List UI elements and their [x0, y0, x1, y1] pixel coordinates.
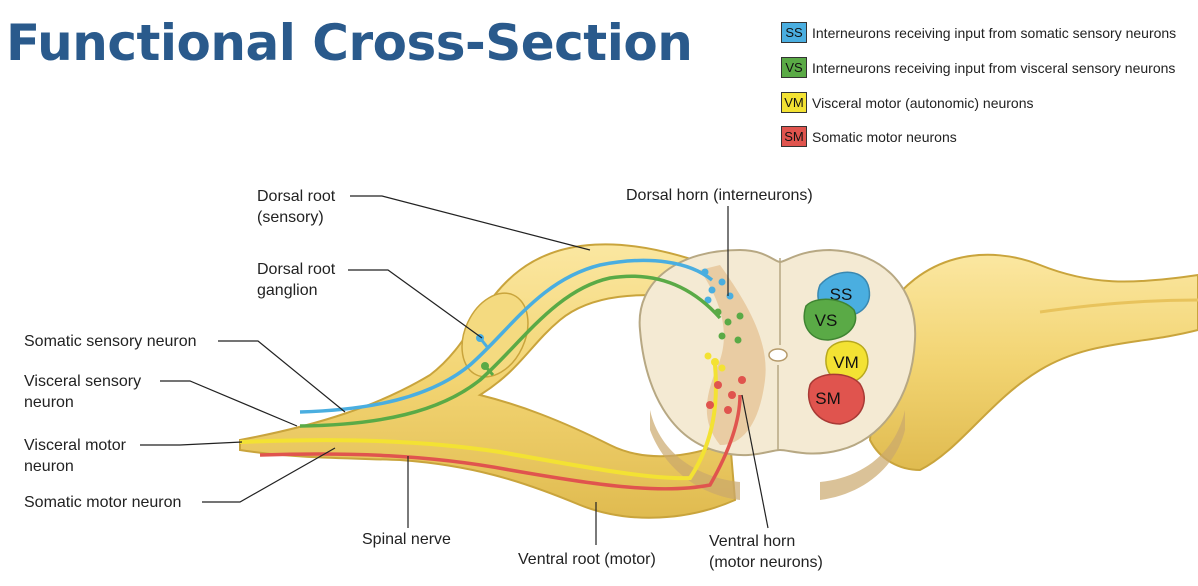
legend-key-sm: SM — [781, 126, 807, 147]
leader-lines — [140, 195, 769, 545]
region-vs-label: VS — [815, 311, 838, 330]
right-spinal-nerve — [868, 253, 1198, 472]
legend-item-vm: VM Visceral motor (autonomic) neurons — [781, 92, 1034, 113]
page-title: Functional Cross-Section — [6, 14, 693, 72]
label-visceral-sensory-neuron: Visceral sensory neuron — [24, 373, 142, 411]
legend-text-vs: Interneurons receiving input from viscer… — [812, 59, 1176, 76]
region-sm: SM — [807, 373, 865, 425]
region-sm-label: SM — [815, 389, 841, 408]
label-dorsal-root-ganglion: Dorsal root ganglion — [257, 261, 336, 299]
legend-key-vs: VS — [781, 57, 807, 78]
label-somatic-sensory-neuron: Somatic sensory neuron — [24, 333, 197, 350]
region-vm: VM — [825, 340, 869, 384]
legend-item-sm: SM Somatic motor neurons — [781, 126, 957, 147]
somatic-sensory-path — [299, 258, 734, 414]
label-visceral-motor-neuron: Visceral motor neuron — [24, 437, 126, 475]
visceral-motor-path — [239, 352, 726, 481]
legend-item-ss: SS Interneurons receiving input from som… — [781, 22, 1176, 43]
label-ventral-root: Ventral root (motor) — [518, 551, 656, 568]
region-ss-label: SS — [830, 285, 853, 304]
label-ventral-horn: Ventral horn (motor neurons) — [709, 533, 823, 571]
legend-text-sm: Somatic motor neurons — [812, 128, 957, 145]
legend-key-ss: SS — [781, 22, 807, 43]
label-dorsal-root: Dorsal root (sensory) — [257, 188, 336, 226]
legend-item-vs: VS Interneurons receiving input from vis… — [781, 57, 1175, 78]
legend-text-vm: Visceral motor (autonomic) neurons — [812, 94, 1034, 111]
legend-key-vm: VM — [781, 92, 807, 113]
label-spinal-nerve: Spinal nerve — [362, 531, 451, 548]
region-vm-label: VM — [833, 353, 859, 372]
somatic-motor-path — [259, 376, 746, 491]
central-canal — [768, 348, 788, 362]
region-vs: VS — [803, 298, 857, 341]
label-dorsal-horn: Dorsal horn (interneurons) — [626, 187, 813, 204]
legend-text-ss: Interneurons receiving input from somati… — [812, 24, 1177, 41]
label-somatic-motor-neuron: Somatic motor neuron — [24, 494, 182, 511]
visceral-sensory-path — [299, 274, 744, 428]
